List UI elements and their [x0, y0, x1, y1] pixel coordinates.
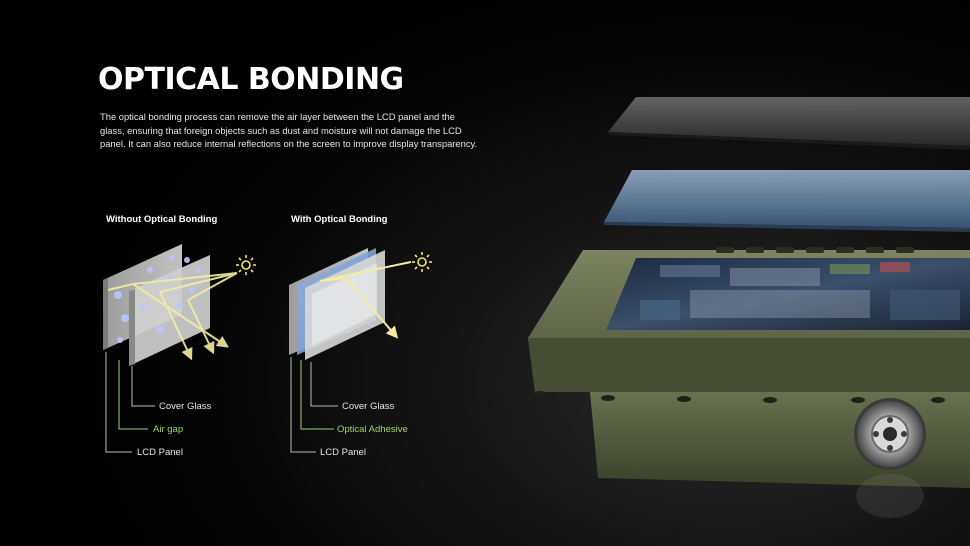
leader-lines — [290, 357, 338, 453]
light-rays — [319, 261, 412, 339]
label-lcd-panel-without: LCD Panel — [137, 447, 183, 458]
leader-lines — [105, 352, 155, 453]
mount-gear-icon — [854, 398, 926, 518]
dust-particles — [114, 255, 201, 343]
label-optical-adhesive: Optical Adhesive — [337, 424, 408, 435]
page-title: OPTICAL BONDING — [98, 62, 404, 97]
description: The optical bonding process can remove t… — [100, 111, 478, 149]
heading-with-optical-bonding: With Optical Bonding — [291, 214, 388, 225]
diagram-with-optical-bonding — [289, 248, 412, 453]
sun-icon — [412, 252, 432, 272]
comparison-diagrams — [103, 244, 432, 453]
adhesive-layer — [604, 170, 970, 232]
diagram-without-optical-bonding — [103, 244, 238, 453]
label-air-gap: Air gap — [153, 424, 184, 435]
heading-without-optical-bonding: Without Optical Bonding — [106, 214, 218, 225]
device-body — [528, 247, 970, 488]
label-cover-glass-without: Cover Glass — [159, 401, 212, 412]
light-rays — [107, 272, 238, 361]
sun-icon — [236, 255, 256, 275]
cover-glass-layer — [608, 97, 970, 150]
label-lcd-panel-with: LCD Panel — [320, 447, 366, 458]
cover-glass-panel — [305, 250, 385, 360]
label-cover-glass-with: Cover Glass — [342, 401, 395, 412]
